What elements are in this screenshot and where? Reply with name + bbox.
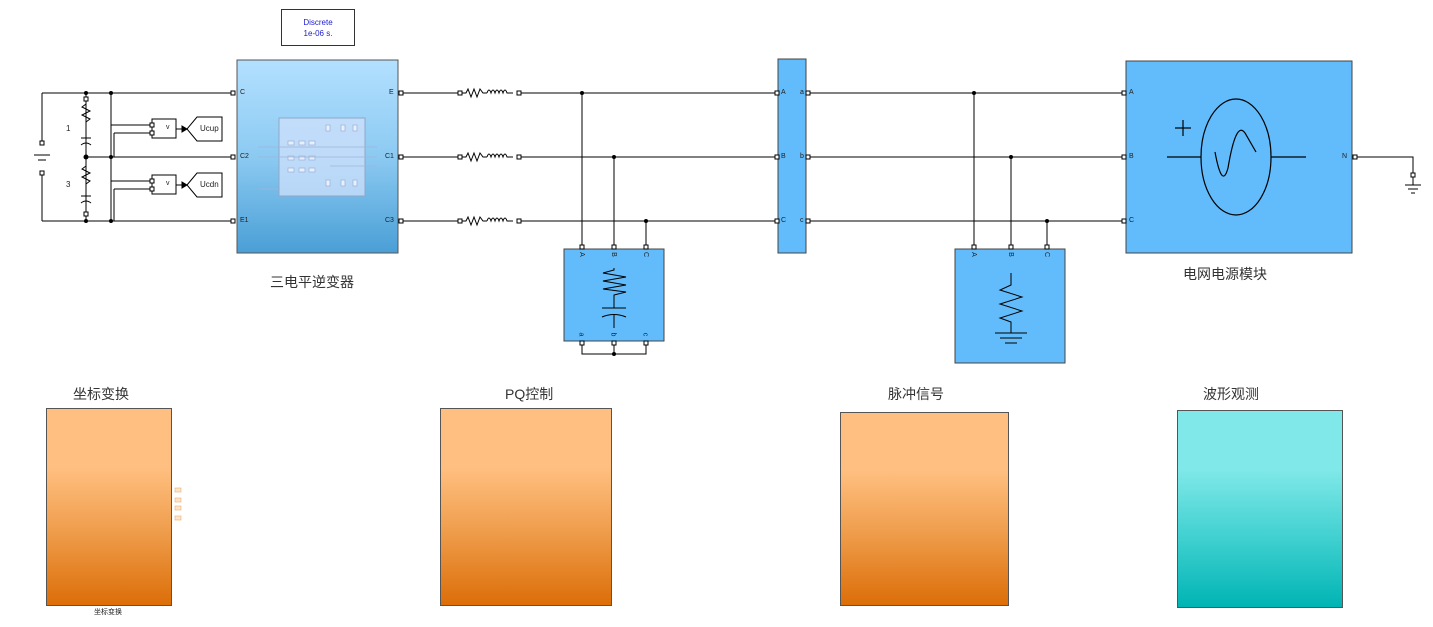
three-phase-measurement-block[interactable] xyxy=(777,58,807,254)
subsystem-title-pulse: 脉冲信号 xyxy=(888,387,944,403)
rc-port-c: c xyxy=(641,332,649,337)
grid-source-block[interactable] xyxy=(1125,60,1353,254)
load-port-B: B xyxy=(1006,252,1014,257)
goto-ucup[interactable]: Ucup xyxy=(200,124,219,133)
grid-port-C: C xyxy=(1129,217,1135,224)
three-phase-wires xyxy=(400,92,1414,355)
inv-port-c3: C3 xyxy=(385,217,394,224)
voltage-measurement-blocks xyxy=(151,116,223,198)
pq-control-subsystem[interactable] xyxy=(440,408,612,606)
waveform-observation-subsystem[interactable] xyxy=(1177,410,1343,608)
meas-port-A: A xyxy=(781,89,786,96)
rc-port-A: A xyxy=(577,252,585,257)
grid-port-A: A xyxy=(1129,89,1134,96)
dc-side-wiring xyxy=(41,92,235,222)
grid-port-B: B xyxy=(1129,153,1134,160)
vm-label-up: v xyxy=(166,124,170,131)
load-icon xyxy=(995,273,1027,344)
ground-icon xyxy=(1405,172,1421,194)
inverter-inner-preview xyxy=(258,124,377,190)
three-phase-load-block[interactable] xyxy=(954,248,1066,364)
subsystem-title-pq: PQ控制 xyxy=(505,386,554,402)
rc-filter-icon xyxy=(601,268,627,328)
inv-port-c1: C1 xyxy=(385,153,394,160)
coord-transform-subsystem[interactable] xyxy=(46,408,172,606)
goto-ucdn[interactable]: Ucdn xyxy=(200,180,219,189)
junction-dots xyxy=(83,91,113,223)
load-port-C: C xyxy=(1043,251,1051,258)
grid-port-N: N xyxy=(1342,153,1348,160)
series-rl-branches xyxy=(457,87,522,227)
solver-step: 1e-06 s. xyxy=(303,29,333,38)
inv-port-c: C xyxy=(240,89,246,96)
vm-label-dn: v xyxy=(166,180,170,187)
port-markers xyxy=(149,90,1358,346)
inverter-label: 三电平逆变器 xyxy=(270,275,354,291)
subsystem-caption-coord: 坐标变换 xyxy=(94,609,122,616)
dc-capacitor-resistor-icons xyxy=(80,96,92,217)
meas-port-B: B xyxy=(781,153,786,160)
cap-label-3: 3 xyxy=(66,180,71,189)
subsystem-title-wave: 波形观测 xyxy=(1203,387,1259,403)
grid-source-label: 电网电源模块 xyxy=(1183,267,1267,283)
subsystem-title-coord: 坐标变换 xyxy=(73,387,129,403)
meas-port-b: b xyxy=(800,153,804,160)
dc-voltage-source-icon xyxy=(34,140,50,176)
inv-port-c2: C2 xyxy=(240,153,249,160)
rc-port-a: a xyxy=(577,332,585,337)
powergui-solver-block[interactable]: Discrete 1e-06 s. xyxy=(281,9,355,46)
rc-port-C: C xyxy=(642,251,650,258)
junction-dots-ac xyxy=(580,91,1049,356)
load-port-A: A xyxy=(969,252,977,257)
solver-mode: Discrete xyxy=(303,18,333,27)
meas-port-c: c xyxy=(800,217,804,224)
inv-port-e1: E1 xyxy=(240,217,249,224)
pulse-signal-subsystem[interactable] xyxy=(840,412,1009,606)
rc-port-B: B xyxy=(609,252,617,257)
cap-label-1: 1 xyxy=(66,124,71,133)
meas-port-a: a xyxy=(800,89,804,96)
rc-port-b: b xyxy=(609,332,617,337)
inv-port-e: E xyxy=(389,89,394,96)
ac-source-icon xyxy=(1167,98,1306,216)
meas-port-C: C xyxy=(781,217,787,224)
